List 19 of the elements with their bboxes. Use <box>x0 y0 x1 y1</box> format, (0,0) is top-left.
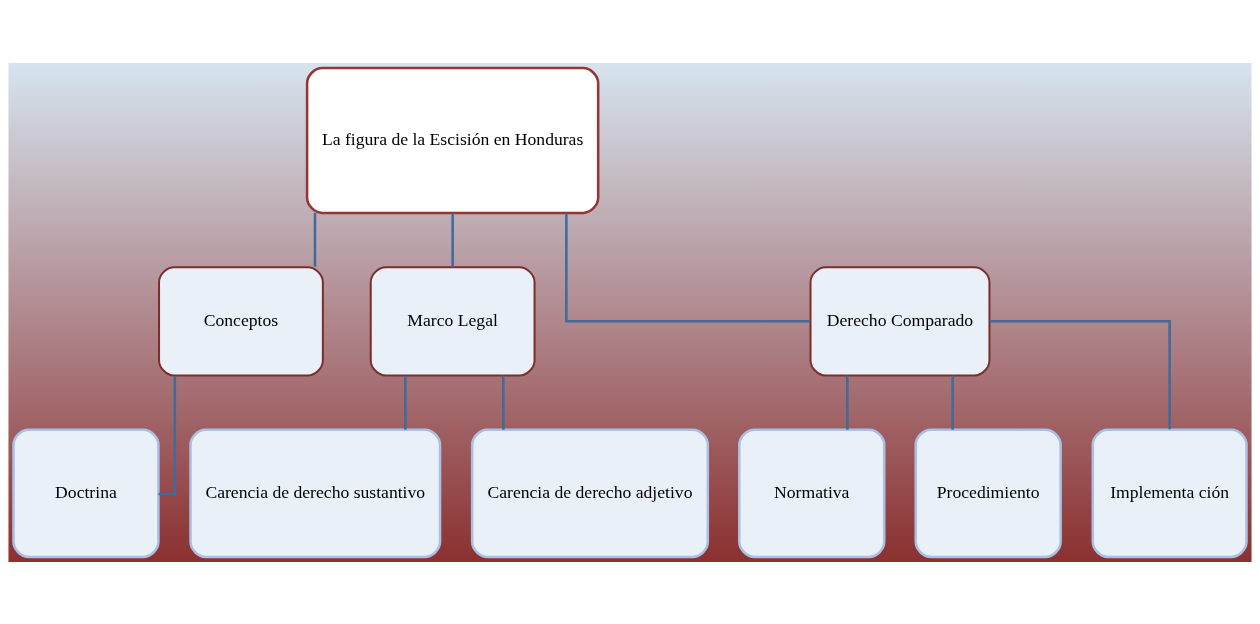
connector <box>989 319 1171 429</box>
node-box: Carencia de derecho adjetivo <box>470 427 710 558</box>
connector <box>313 212 317 267</box>
node-box: Procedimiento <box>914 427 1062 558</box>
connector <box>404 375 407 430</box>
node-box: Conceptos <box>158 265 324 376</box>
node-box: Doctrina <box>12 427 160 558</box>
connector <box>565 212 811 323</box>
connector <box>451 212 454 267</box>
node-box: Normativa <box>738 427 886 558</box>
connector <box>502 375 505 430</box>
connector <box>846 375 849 430</box>
node-box: Derecho Comparado <box>809 265 991 376</box>
node-box: Marco Legal <box>369 265 536 376</box>
connector <box>158 375 177 495</box>
connector <box>951 375 954 430</box>
node-box: Implementa ción <box>1091 427 1248 558</box>
node-box: Carencia de derecho sustantivo <box>189 427 442 558</box>
node-box: La figura de la Escisión en Honduras <box>305 66 600 214</box>
